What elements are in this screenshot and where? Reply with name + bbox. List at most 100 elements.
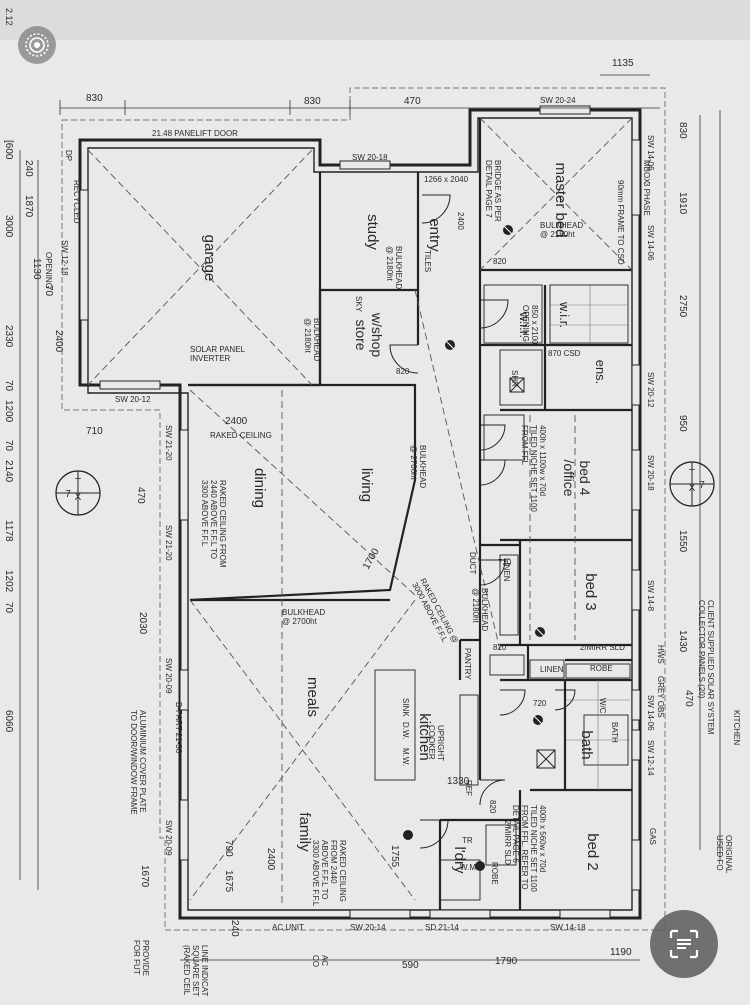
label-mirr-sld-2: 2/MIRR SLD [503, 820, 512, 865]
label-recycled: RECYCLED [72, 180, 81, 224]
room-bed-2: bed 2 [584, 833, 601, 871]
note-niche-bath: 400h x 560w x 70dTILED NICHE SET 1100FRO… [511, 805, 547, 892]
label-three-phase: 3 PHASE [642, 182, 651, 216]
dim-left-2400: 2400 [53, 330, 64, 353]
dim-door-820-a: 820 [396, 367, 410, 376]
note-upright-cooker: UPRIGHTCOOKER [427, 725, 445, 761]
window-sw2009-b: SW 20-09 [164, 820, 173, 856]
room-family: family [296, 812, 313, 852]
dim-bottom-1790: 1790 [495, 956, 518, 967]
downlight-cross [445, 225, 545, 725]
live-photo-icon [25, 33, 49, 57]
label-wm: W.M. [460, 863, 478, 872]
label-sky: SKY [354, 296, 363, 313]
roof-hip-lines [87, 117, 633, 905]
window-sw1214: SW 12-14 [646, 740, 655, 776]
note-panelift-door: 21.48 PANELIFT DOOR [152, 129, 238, 138]
label-dw: D.W. [401, 722, 410, 739]
note-bulkhead-store: BULKHEAD@ 2180ht [303, 318, 321, 361]
section-right-num: 7 [699, 480, 705, 491]
dim-door-720-b: 720 [533, 699, 547, 708]
dim-bottom-1675: 1675 [223, 870, 234, 893]
dim-entry-2400: 2400 [456, 212, 465, 230]
window-sw1406-c: SW 14-06 [646, 695, 655, 731]
label-robe-2: ROBE [490, 862, 499, 885]
label-frame-csd: 90mm FRAME TO CSD [616, 180, 625, 265]
dim-right-470: 470 [683, 690, 694, 707]
door-swings [389, 194, 576, 849]
label-shr: SHR [510, 370, 519, 387]
note-opening-850: 850 x 2100OPENING [521, 305, 539, 345]
dim-1755: 1755 [389, 845, 400, 868]
dim-top-830-a: 830 [86, 93, 103, 104]
note-raked-dining: RAKED CEILING FROM2440 ABOVE F.F.L TO330… [200, 480, 227, 568]
wall-details [374, 284, 631, 901]
exhaust-fans [509, 377, 556, 769]
room-bath: bath [578, 730, 595, 759]
label-sink: SINK [401, 698, 410, 717]
internal-walls [188, 118, 632, 910]
dim-left-2140: 2140 [3, 460, 14, 483]
dim-left-70-d: 70 [3, 440, 14, 452]
dim-bottom-590: 590 [402, 960, 419, 971]
dim-left-70-a: 70 [43, 285, 54, 297]
scan-text-button[interactable] [650, 910, 718, 978]
dim-dining-2400: 2400 [225, 416, 248, 427]
dim-left-470: 470 [135, 487, 146, 504]
room-wir-2: w.i.r. [557, 301, 572, 328]
label-mbox: MBOX [642, 160, 651, 184]
label-ref: REF [464, 780, 473, 796]
dim-family-2400: 2400 [265, 848, 276, 871]
tile-grid [550, 285, 630, 790]
room-laundry: l'dry [451, 846, 468, 874]
room-study: study [364, 214, 381, 250]
wall-windows [79, 105, 641, 919]
room-kitchen: kitchen [416, 713, 433, 761]
note-line-indicat: LINE INDICATSQUARE SET(RAKED CEIL [182, 945, 209, 997]
room-wshop-store: w/shopstore [353, 312, 385, 358]
window-sd2114: SD 21-14 [425, 923, 459, 932]
label-grey-obs: GREY OBS [656, 676, 665, 718]
window-sw2018-b: SW 20-18 [646, 455, 655, 491]
label-dp: DP [64, 150, 73, 161]
paper-shadow-top [0, 0, 750, 40]
section-marker-right [669, 461, 715, 507]
dim-door-820-b: 820 [493, 257, 507, 266]
dim-bottom-790: 790 [223, 840, 234, 857]
label-bath-tub: BATH [610, 722, 619, 743]
label-tiles: TILES [423, 250, 432, 272]
section-right-t: T [689, 468, 695, 479]
room-garage: garage [201, 235, 218, 282]
window-sw1418: SW 14-18 [550, 923, 586, 932]
section-left-x: X [75, 492, 82, 503]
label-duct: DUCT [468, 552, 477, 574]
dim-top-830-b: 830 [304, 96, 321, 107]
window-sw1406-a: SW 14-06 [646, 135, 655, 171]
window-sw148: SW 14-8 [646, 580, 655, 612]
label-raked-ceiling: RAKED CEILING [210, 431, 272, 440]
label-tr: TR [462, 836, 473, 845]
note-aluminium-plate: ALUMINIUM COVER PLATETO DOOR/WINDOW FRAM… [129, 710, 147, 815]
label-opening: OPENING [44, 252, 53, 289]
window-sw1406-b: SW 14-06 [646, 225, 655, 261]
label-wc: W/C [598, 698, 607, 714]
section-right-x: X [689, 483, 696, 494]
dim-1330: 1330 [447, 776, 470, 787]
dim-left-1200: 1200 [3, 400, 14, 423]
room-living: living [358, 468, 375, 502]
room-entry: entry [426, 218, 443, 252]
label-mw: M.W. [401, 748, 410, 766]
section-left-t: T [75, 477, 81, 488]
room-wir-1: w.i.r. [517, 311, 532, 338]
dim-left-600: [600 [3, 140, 14, 160]
window-sw1218: SW 12-18 [60, 240, 69, 276]
section-marker-left [55, 470, 101, 516]
dim-right-2750: 2750 [677, 295, 688, 318]
dim-door-720-a: 720 [498, 558, 512, 567]
room-master-bed: master bed [552, 162, 569, 237]
note-bulkhead-living: BULKHEAD@ 2700ht [409, 445, 427, 488]
eave-outline [61, 87, 666, 931]
live-photo-button[interactable] [18, 26, 56, 64]
dim-left-6060: 6060 [3, 710, 14, 733]
